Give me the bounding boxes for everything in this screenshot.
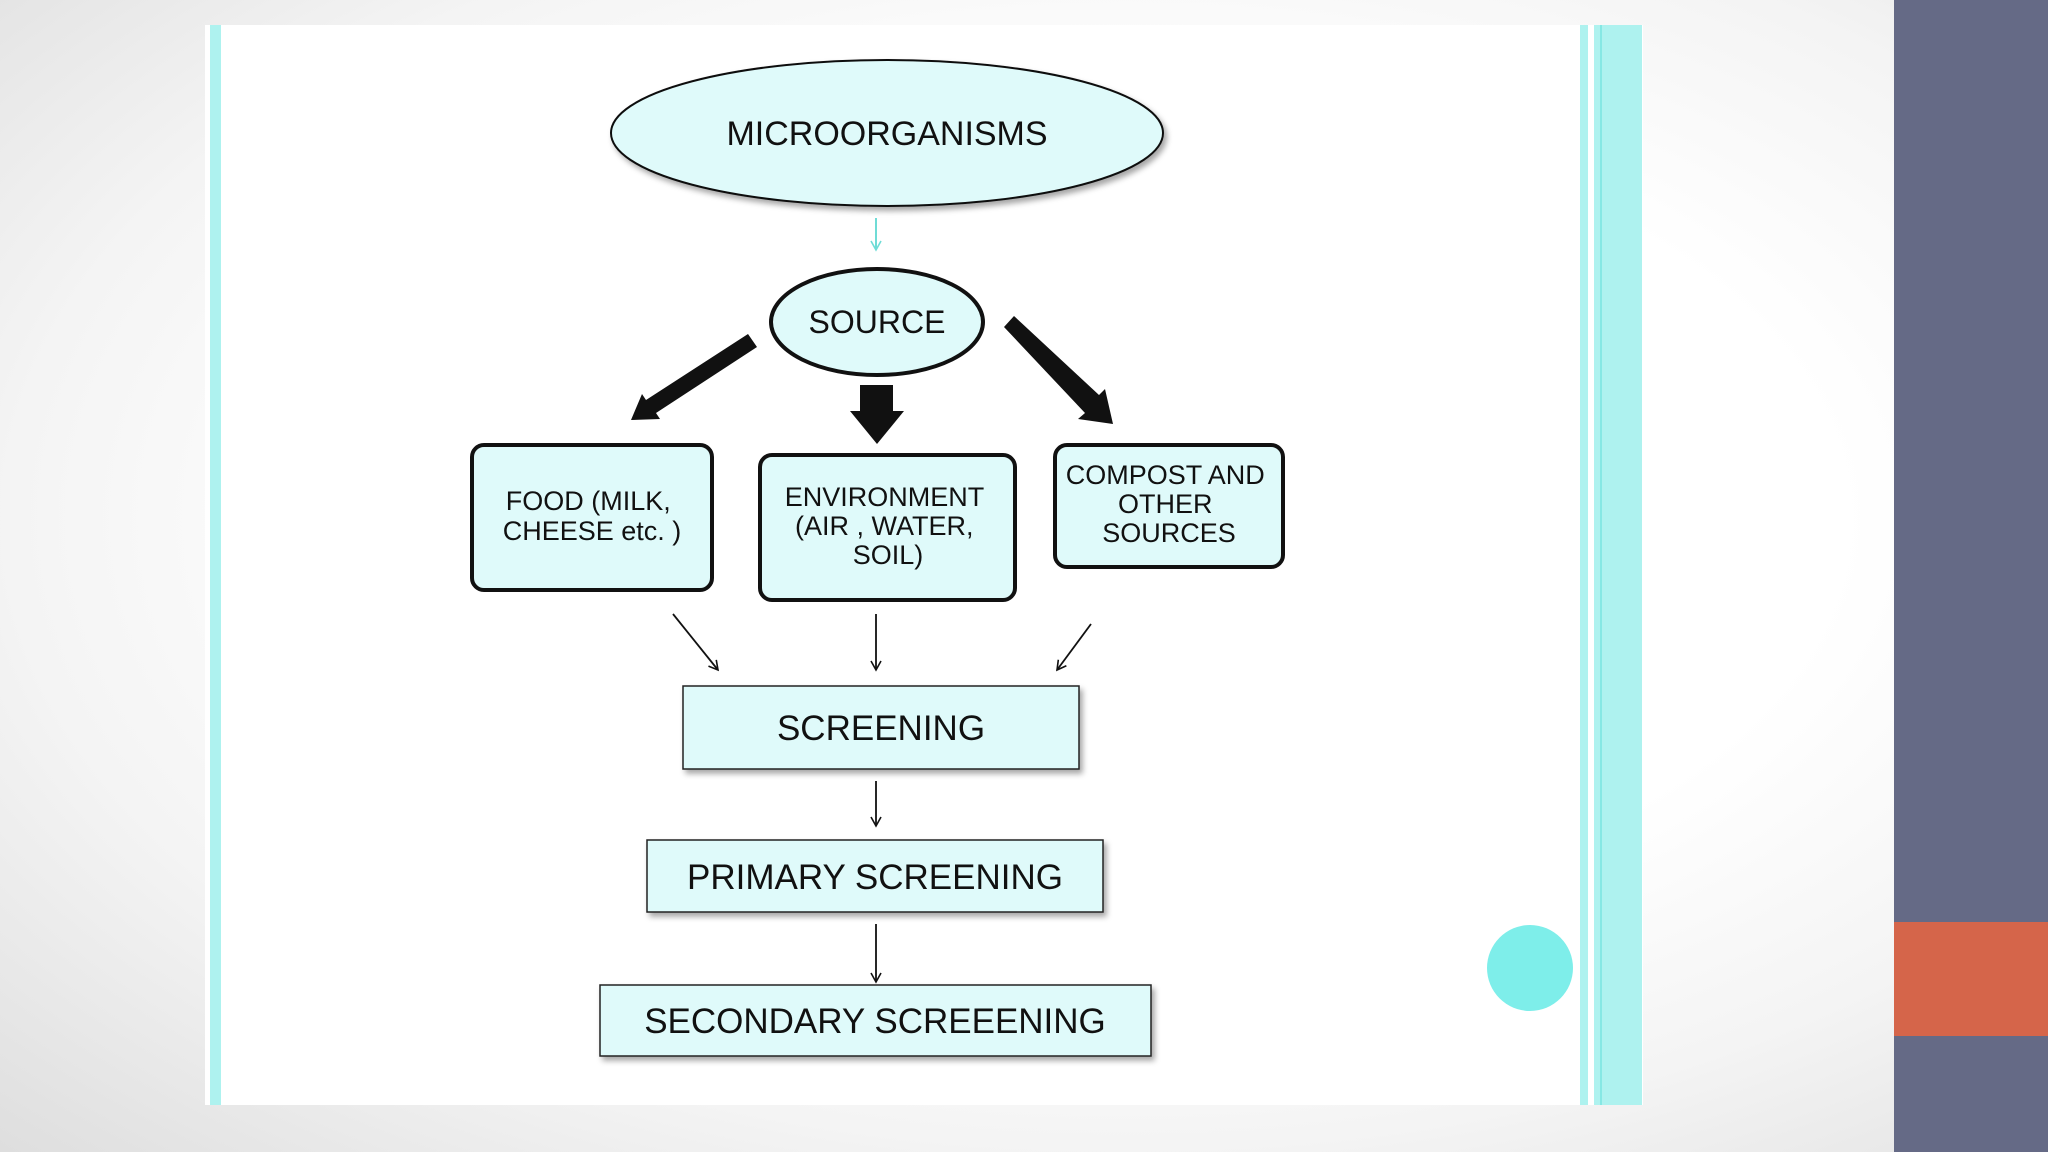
node-primary-screening-label: PRIMARY SCREENING: [687, 858, 1063, 897]
arrow-food-to-screening: [672, 613, 720, 672]
right-accent-rule-thin: [1580, 25, 1588, 1105]
node-screening: SCREENING: [682, 685, 1080, 770]
node-microorganisms: MICROORGANISMS: [610, 59, 1164, 207]
bold-arrow-source-to-environment: [850, 385, 904, 444]
node-microorganisms-label: MICROORGANISMS: [726, 115, 1047, 153]
node-secondary-screening: SECONDARY SCREEENING: [599, 984, 1152, 1057]
node-primary-screening: PRIMARY SCREENING: [646, 839, 1104, 913]
node-environment-label: ENVIRONMENT (AIR , WATER, SOIL): [785, 482, 992, 570]
node-environment: ENVIRONMENT (AIR , WATER, SOIL): [758, 453, 1017, 602]
node-food: FOOD (MILK, CHEESE etc. ): [470, 443, 714, 592]
sidebar-slate-top: [1894, 0, 2048, 922]
sidebar-slate-bottom: [1894, 1036, 2048, 1152]
bold-arrow-source-to-compost: [1004, 316, 1113, 424]
node-compost: COMPOST AND OTHER SOURCES: [1053, 443, 1285, 569]
node-food-label: FOOD (MILK, CHEESE etc. ): [503, 486, 682, 546]
node-compost-label: COMPOST AND OTHER SOURCES: [1066, 460, 1273, 548]
arrow-compost-to-screening: [1056, 623, 1092, 672]
bold-arrow-source-to-food: [631, 334, 757, 420]
decor-circle: [1487, 925, 1573, 1011]
sidebar-orange-block: [1894, 922, 2048, 1036]
left-accent-rule: [210, 25, 221, 1105]
node-source: SOURCE: [769, 267, 985, 377]
node-secondary-screening-label: SECONDARY SCREEENING: [644, 1002, 1106, 1041]
node-source-label: SOURCE: [809, 304, 946, 340]
node-screening-label: SCREENING: [777, 709, 985, 748]
right-accent-rule-inner: [1600, 25, 1602, 1105]
